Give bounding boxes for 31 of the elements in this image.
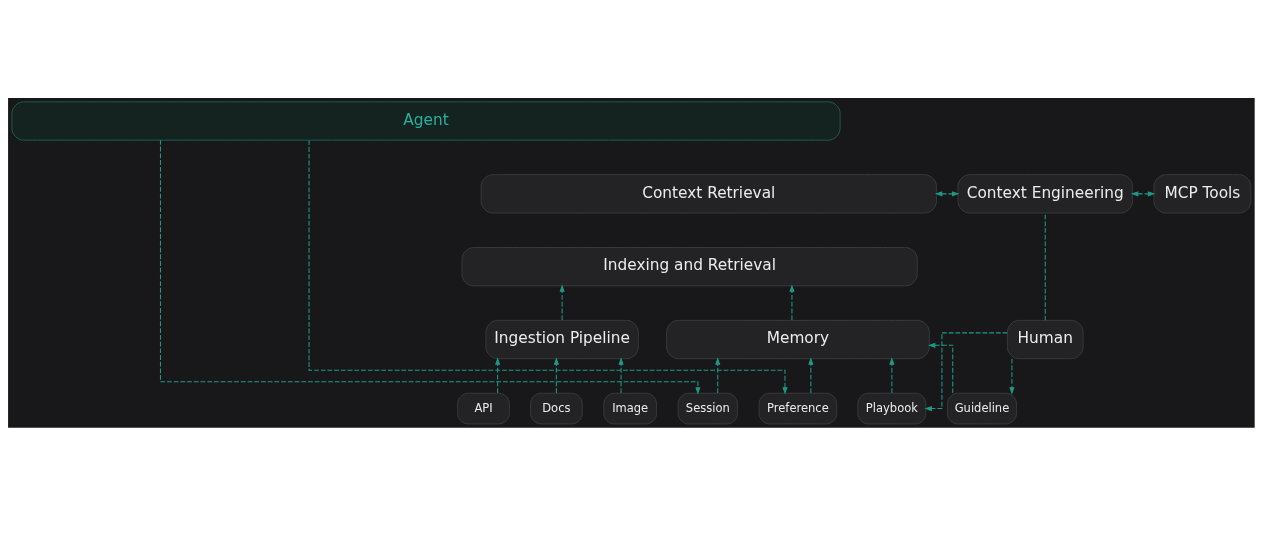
- node-box: Preference: [758, 392, 838, 425]
- node-box: Ingestion Pipeline: [485, 319, 639, 360]
- arrow: [934, 191, 960, 197]
- arrow: [159, 139, 701, 395]
- node-box: Context Engineering: [957, 174, 1133, 214]
- arrow: [789, 284, 795, 321]
- node-box: Indexing and Retrieval: [461, 247, 918, 287]
- arrow: [618, 357, 624, 394]
- node-box: API: [457, 392, 510, 425]
- arrow: [924, 332, 1008, 412]
- arrow: [808, 357, 814, 394]
- node-box: Guideline: [947, 392, 1017, 425]
- node-box: Human: [1006, 319, 1084, 360]
- arrow: [495, 357, 501, 394]
- node-box: MCP Tools: [1153, 174, 1252, 214]
- node-box: Memory: [666, 319, 930, 360]
- connector: [1044, 212, 1046, 321]
- arrow: [1009, 358, 1015, 395]
- node-box: Image: [603, 392, 657, 425]
- node-box: Playbook: [857, 392, 927, 425]
- node-box: Context Retrieval: [480, 174, 937, 214]
- arrow: [559, 284, 565, 321]
- arrow: [889, 357, 895, 394]
- arrow: [553, 357, 559, 394]
- arrow: [1131, 191, 1156, 197]
- node-box: Agent: [11, 101, 841, 141]
- arrow: [927, 342, 954, 394]
- node-box: Docs: [530, 392, 583, 425]
- arrow: [308, 140, 788, 395]
- node-box: Session: [677, 392, 738, 425]
- arrow: [715, 357, 721, 394]
